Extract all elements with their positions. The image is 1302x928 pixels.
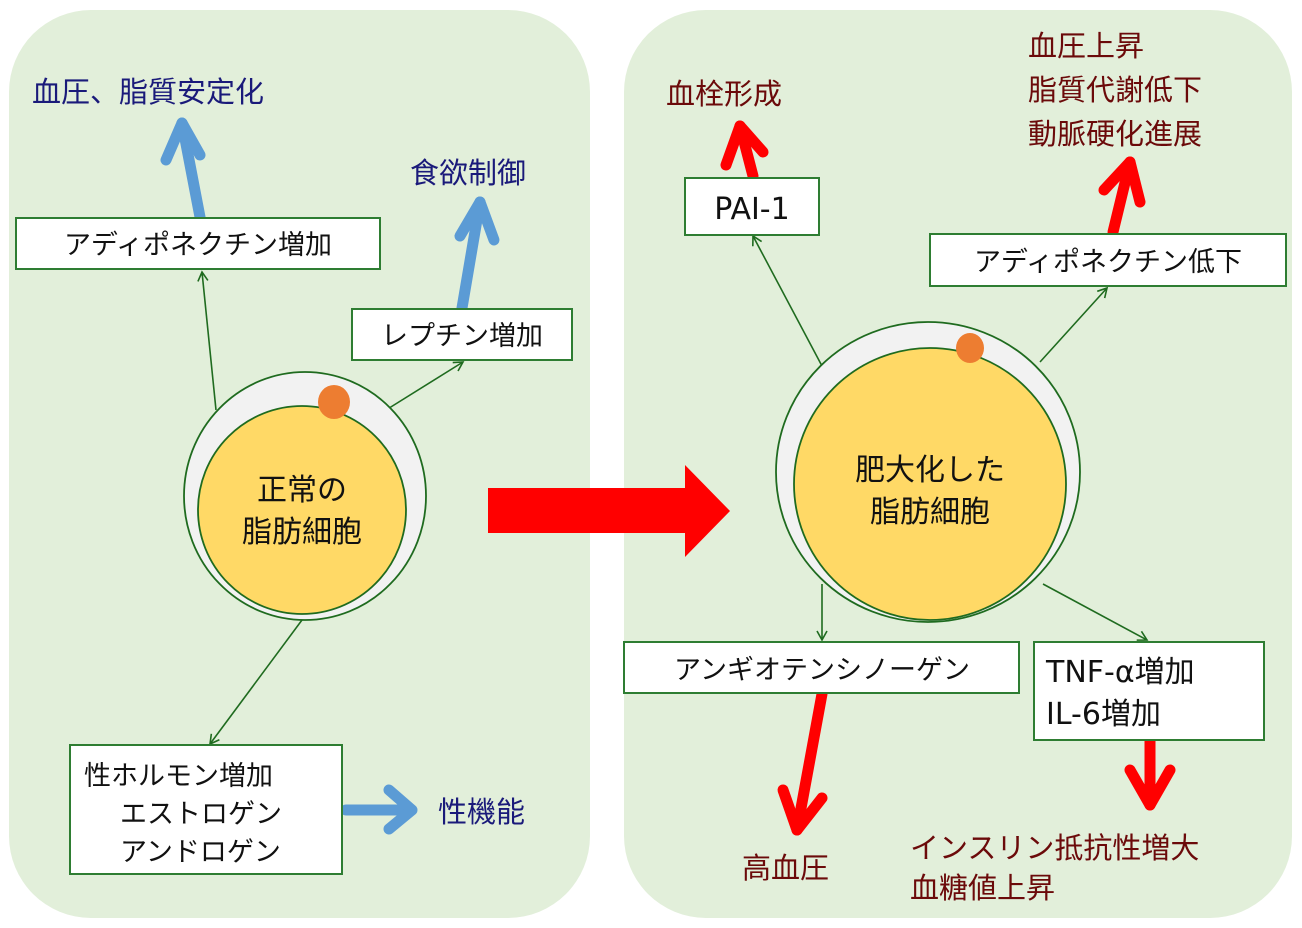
hypertrophic-cell-label-line1: 肥大化した: [855, 453, 1005, 488]
box-adiponectin-decrease: アディポネクチン低下: [929, 233, 1287, 287]
connector-cell-to-sex-hormone: [209, 619, 303, 746]
normal-cell-label-line2: 脂肪細胞: [242, 515, 362, 550]
svg-text:TNF-α増加: TNF-α増加: [1045, 655, 1195, 690]
effect-atherosclerosis: 動脈硬化進展: [1028, 117, 1202, 151]
svg-text:IL-6増加: IL-6増加: [1046, 697, 1161, 732]
fat-droplet: [197, 405, 407, 615]
box-cytokines: TNF-α増加 IL-6増加: [1033, 641, 1265, 741]
connector-cell-to-cytokines: [1042, 583, 1149, 641]
red-arrow-pai1-icon: [720, 120, 769, 182]
normal-adipocyte: 正常の 脂肪細胞: [183, 371, 427, 621]
connector-cell-to-leptin: [385, 361, 465, 411]
svg-text:アンドロゲン: アンドロゲン: [120, 837, 281, 868]
effect-hypertension: 高血圧: [742, 851, 829, 885]
blue-arrow-adiponectin-icon: [160, 117, 206, 223]
nucleus: [956, 333, 984, 363]
blue-arrow-sex-hormone-icon: [340, 784, 418, 835]
svg-text:アンギオテンシノーゲン: アンギオテンシノーゲン: [674, 655, 970, 686]
box-leptin-increase: レプチン増加: [351, 308, 573, 361]
red-arrow-cytokines-icon: [1124, 734, 1176, 811]
fat-droplet: [793, 347, 1067, 621]
effect-insulin-resistance: インスリン抵抗性増大: [910, 831, 1199, 865]
effect-appetite-control: 食欲制御: [410, 156, 526, 190]
box-pai1: PAI-1: [684, 177, 820, 236]
connector-cell-to-adiponectin-down: [1039, 286, 1109, 363]
effect-bp-rise: 血圧上昇: [1028, 29, 1144, 63]
effect-blood-glucose-rise: 血糖値上昇: [910, 871, 1055, 905]
svg-text:エストロゲン: エストロゲン: [120, 799, 282, 830]
normal-cell-label-line1: 正常の: [257, 473, 347, 508]
svg-text:性ホルモン増加: 性ホルモン増加: [84, 761, 273, 792]
box-sex-hormone-increase: 性ホルモン増加 エストロゲン アンドロゲン: [69, 744, 343, 875]
effect-lipid-metabolism-down: 脂質代謝低下: [1028, 73, 1202, 107]
hypertrophic-adipocyte: 肥大化した 脂肪細胞: [775, 321, 1081, 623]
red-arrow-adiponectin-down-icon: [1098, 156, 1146, 238]
hypertrophic-cell-label-line2: 脂肪細胞: [870, 495, 990, 530]
connector-cell-to-adiponectin: [197, 270, 217, 411]
nucleus: [318, 385, 350, 419]
effect-sexual-function: 性機能: [438, 795, 525, 829]
svg-text:アディポネクチン増加: アディポネクチン増加: [64, 230, 332, 261]
effect-thrombosis: 血栓形成: [666, 77, 782, 111]
transition-arrow-icon: [488, 465, 730, 557]
box-adiponectin-increase: アディポネクチン増加: [15, 217, 381, 270]
box-angiotensinogen: アンギオテンシノーゲン: [623, 641, 1020, 694]
effect-bp-lipid-stable: 血圧、脂質安定化: [32, 75, 264, 109]
blue-arrow-leptin-icon: [454, 196, 500, 314]
connector-cell-to-pai1: [752, 234, 823, 367]
svg-text:レプチン増加: レプチン増加: [381, 321, 543, 352]
svg-text:アディポネクチン低下: アディポネクチン低下: [974, 247, 1242, 278]
red-arrow-angiotensinogen-icon: [777, 688, 828, 836]
svg-text:PAI-1: PAI-1: [714, 192, 789, 227]
